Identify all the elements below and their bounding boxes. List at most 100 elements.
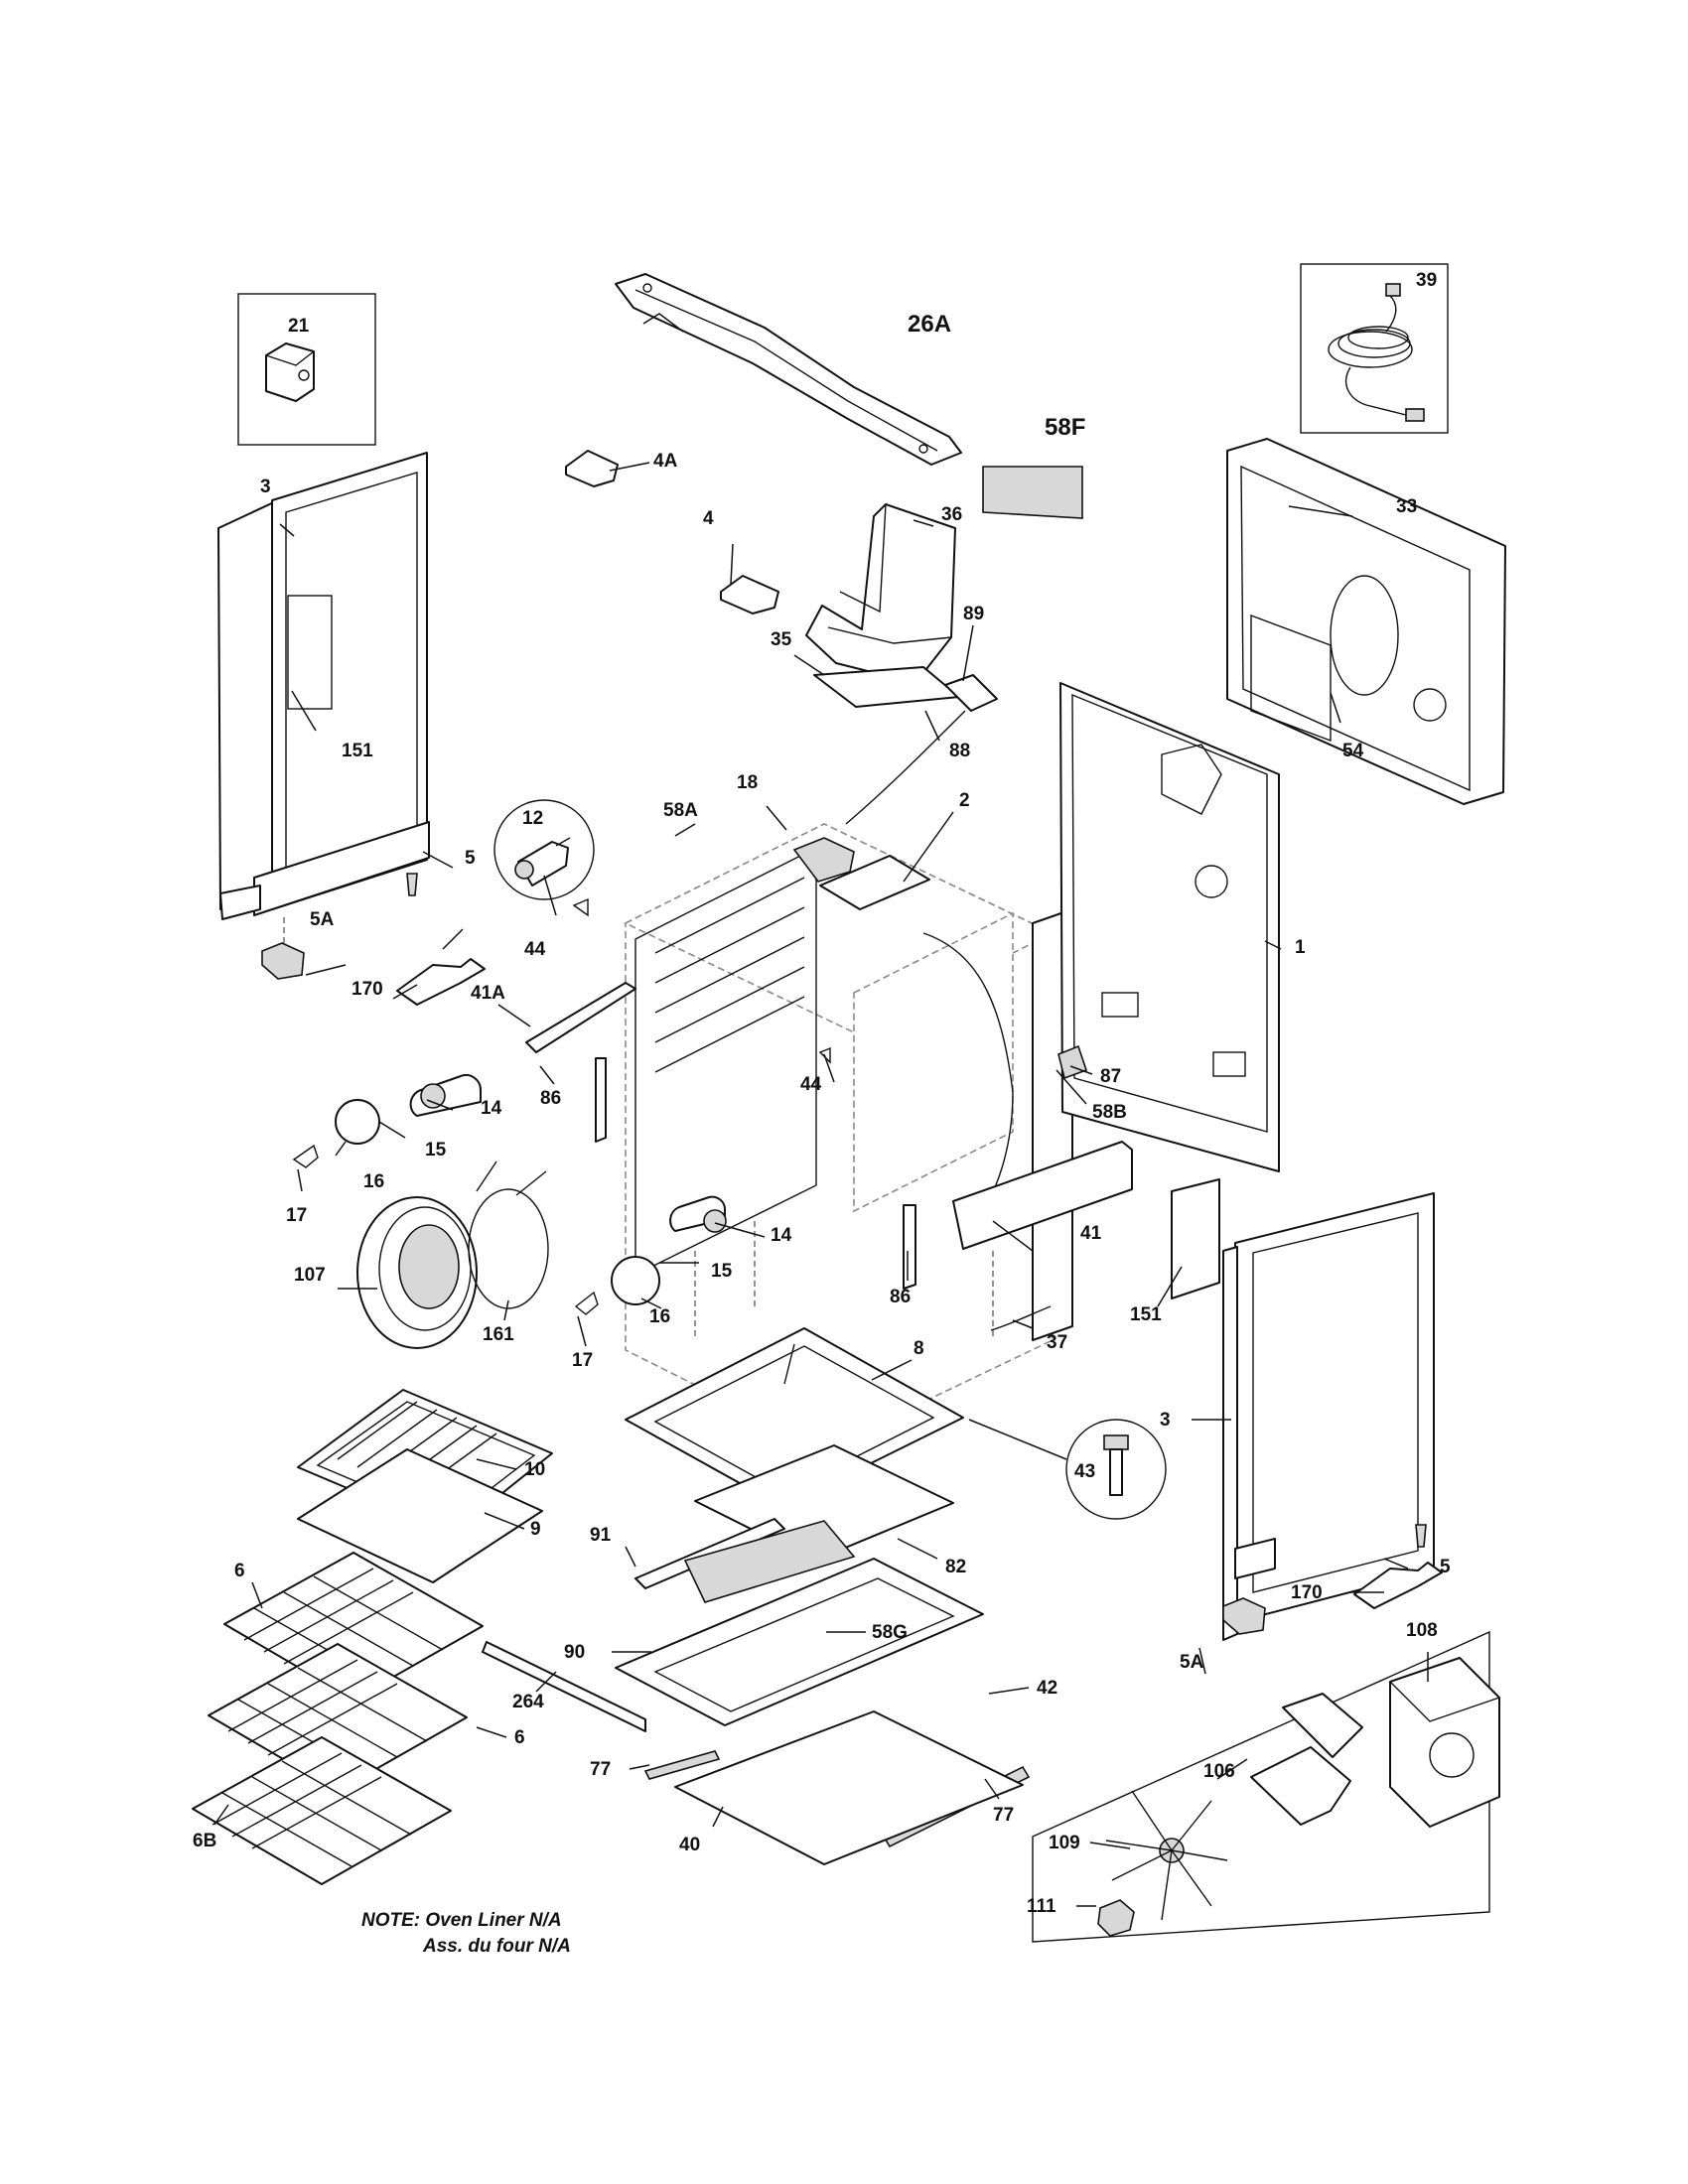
drawer-frame-42	[615, 1558, 984, 1726]
label-87: 87	[1100, 1066, 1121, 1087]
thermostat-18	[792, 837, 855, 883]
note-line-1: NOTE: Oven Liner N/A	[361, 1910, 562, 1931]
label-90: 90	[564, 1642, 585, 1663]
bracket-106	[1250, 1693, 1363, 1826]
label-14-top: 14	[481, 1098, 502, 1119]
label-14-low: 14	[771, 1225, 792, 1246]
hinge-170-left	[396, 958, 486, 1006]
label-107: 107	[294, 1265, 326, 1286]
label-21: 21	[288, 316, 310, 337]
label-17-left: 17	[286, 1205, 307, 1226]
label-35: 35	[771, 629, 792, 650]
label-18: 18	[737, 772, 758, 793]
callout-12	[493, 799, 595, 900]
label-41A: 41A	[471, 983, 505, 1004]
plate-2	[819, 855, 930, 910]
label-12: 12	[522, 808, 543, 829]
rack-6B	[192, 1736, 452, 1885]
label-16-left: 16	[363, 1171, 384, 1192]
inset-box-39	[1300, 263, 1449, 434]
label-4: 4	[703, 508, 714, 529]
label-264: 264	[512, 1692, 544, 1712]
label-54: 54	[1342, 741, 1364, 761]
vent-duct-36	[805, 503, 956, 684]
bracket-86-mid	[903, 1204, 916, 1290]
bracket-264	[482, 1641, 646, 1732]
wire-88	[845, 710, 966, 825]
label-6B: 6B	[193, 1831, 216, 1851]
label-170-left: 170	[352, 979, 383, 1000]
label-15-low: 15	[711, 1261, 733, 1282]
label-40: 40	[679, 1835, 700, 1855]
pin-44-left	[572, 897, 589, 917]
inset-box-21	[237, 293, 376, 446]
label-3-left: 3	[260, 477, 271, 497]
label-86-mid: 86	[890, 1287, 911, 1307]
plate-35	[813, 666, 960, 708]
label-151-left: 151	[342, 741, 373, 761]
slide-77-left	[643, 1750, 721, 1780]
label-170-right: 170	[1291, 1582, 1323, 1603]
label-37: 37	[1047, 1332, 1067, 1353]
label-89: 89	[963, 604, 984, 624]
wire-37	[990, 1305, 1052, 1331]
screw-5-left	[406, 873, 418, 896]
hinge-5A-left	[261, 942, 305, 980]
label-4A: 4A	[653, 451, 678, 472]
part-labels: 21 26A 39 4A 58F 3 33 4 36 35 89 151 88 …	[193, 270, 1451, 1917]
door-frame-3-left	[217, 452, 430, 920]
label-26A: 26A	[908, 311, 951, 338]
screw-5-right	[1415, 1524, 1427, 1548]
label-16-low: 16	[649, 1306, 670, 1327]
label-111: 111	[1027, 1896, 1056, 1917]
bracket-86-left	[595, 1057, 607, 1143]
leader-lines	[213, 313, 1429, 1907]
label-82: 82	[945, 1557, 966, 1577]
label-41: 41	[1080, 1223, 1102, 1244]
heat-shield-151-right	[1171, 1178, 1220, 1299]
drawer-40	[674, 1710, 1024, 1865]
label-58F: 58F	[1045, 414, 1085, 441]
label-2: 2	[959, 790, 970, 811]
heating-element-161	[468, 1160, 549, 1309]
label-1: 1	[1295, 937, 1306, 958]
rail-41	[952, 1141, 1133, 1250]
label-43: 43	[1074, 1461, 1095, 1482]
rail-41A	[525, 982, 636, 1053]
note-line-2: Ass. du four N/A	[422, 1936, 571, 1957]
fan-motor-108	[1389, 1657, 1500, 1828]
label-86-left: 86	[540, 1088, 561, 1109]
label-5A-left: 5A	[310, 909, 335, 930]
label-5-left: 5	[465, 848, 476, 869]
fan-assembly-box	[1032, 1630, 1490, 1943]
label-17-low: 17	[572, 1350, 593, 1371]
label-88: 88	[949, 741, 970, 761]
label-6-mid: 6	[514, 1727, 525, 1748]
label-10: 10	[524, 1459, 545, 1480]
oven-body	[624, 823, 1073, 1450]
label-77-left: 77	[590, 1759, 611, 1780]
switch-89	[944, 674, 998, 712]
light-set-lower	[574, 1195, 727, 1315]
label-36: 36	[941, 504, 962, 525]
label-5A-right: 5A	[1180, 1652, 1204, 1673]
note-block: NOTE: Oven Liner N/A Ass. du four N/A	[361, 1910, 571, 1957]
rear-cover-33	[1226, 438, 1506, 805]
label-58A: 58A	[663, 800, 698, 821]
label-108: 108	[1406, 1620, 1438, 1641]
door-frame-3-right	[1222, 1192, 1435, 1641]
callout-43	[968, 1419, 1167, 1520]
label-106: 106	[1203, 1761, 1235, 1782]
label-109: 109	[1049, 1833, 1080, 1853]
label-58G: 58G	[872, 1622, 908, 1643]
top-bracket-26A	[615, 273, 962, 466]
label-42: 42	[1037, 1678, 1057, 1699]
hinge-5A-right	[1222, 1597, 1266, 1635]
label-161: 161	[483, 1324, 514, 1345]
label-44-left: 44	[524, 939, 546, 960]
insulation-58G	[683, 1520, 856, 1603]
label-91: 91	[590, 1525, 612, 1546]
label-9: 9	[530, 1519, 541, 1540]
fan-blade-109	[1105, 1790, 1228, 1921]
